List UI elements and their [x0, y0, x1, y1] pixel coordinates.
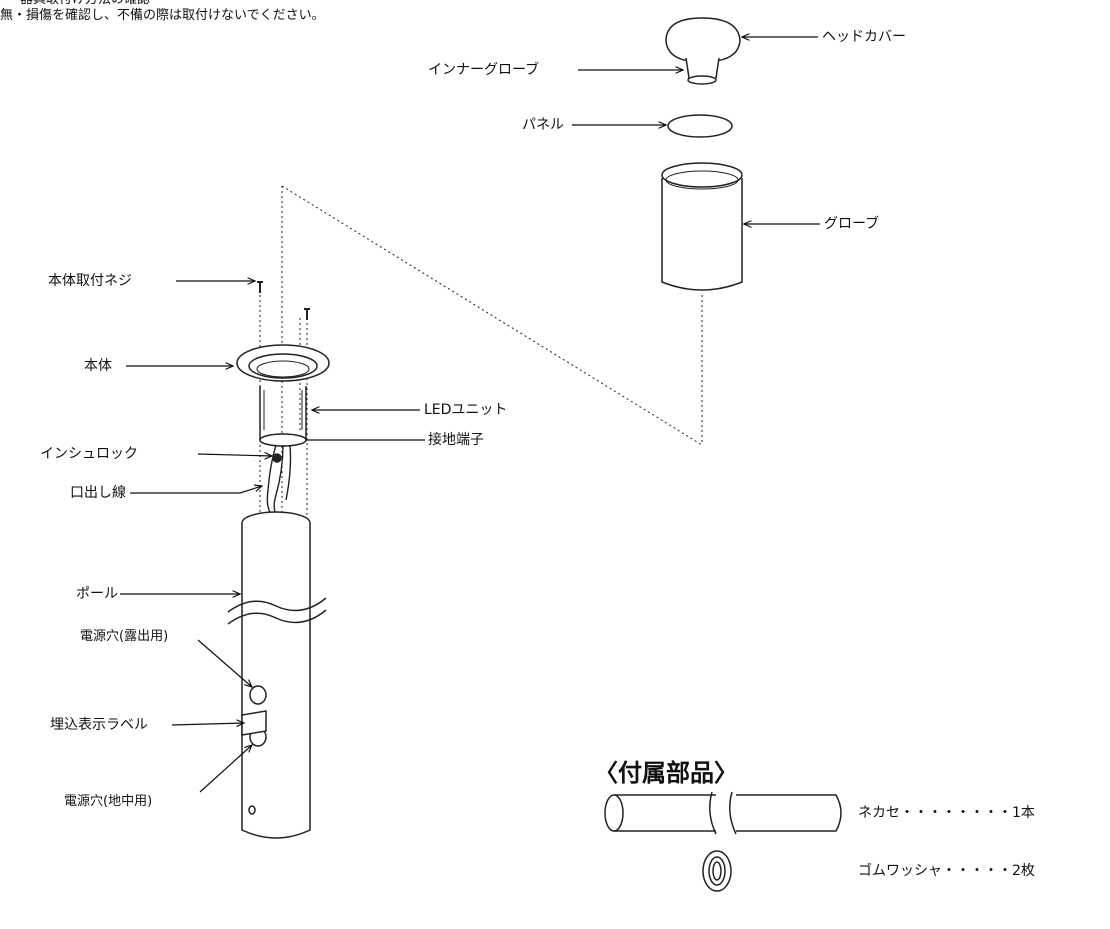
body-part: [236, 344, 330, 447]
head-cover-part: [665, 17, 741, 85]
tube-part: [604, 791, 842, 835]
rubber-washer-part: [702, 850, 732, 892]
screw-left: [257, 281, 263, 293]
label-body-screw: 本体取付ネジ: [48, 273, 132, 289]
note-line-2: 無・損傷を確認し、不備の際は取付けないでください。: [0, 8, 325, 23]
label-pole: ポール: [76, 586, 118, 602]
accessory-item-tube: ネカセ・・・・・・・・1本: [858, 805, 1035, 821]
label-power-hole-underground: 電源穴(地中用): [64, 794, 153, 809]
lead-wires: [266, 444, 292, 513]
pole-part: [227, 511, 327, 839]
label-lead-wire: 口出し線: [70, 485, 126, 501]
accessory-item-washer: ゴムワッシャ・・・・・2枚: [858, 863, 1035, 879]
panel-part: [667, 114, 733, 138]
label-inner-globe: インナーグローブ: [428, 62, 540, 78]
label-ground-terminal: 接地端子: [428, 432, 484, 448]
note-line-1: 器具取付け方法の確認: [20, 0, 150, 8]
label-insulock: インシュロック: [40, 446, 138, 462]
label-power-hole-exposed: 電源穴(露出用): [80, 629, 169, 644]
label-panel: パネル: [522, 117, 564, 133]
label-embed-label: 埋込表示ラベル: [50, 717, 148, 733]
leader-lines: [120, 37, 820, 793]
screw-right: [304, 308, 310, 320]
globe-part: [661, 162, 743, 291]
label-head-cover: ヘッドカバー: [822, 29, 906, 45]
label-globe: グローブ: [824, 216, 880, 232]
accessories-title: 〈付属部品〉: [594, 759, 738, 787]
projection-triangle: [281, 185, 703, 540]
label-led-unit: LEDユニット: [424, 402, 508, 418]
label-body: 本体: [84, 358, 112, 374]
